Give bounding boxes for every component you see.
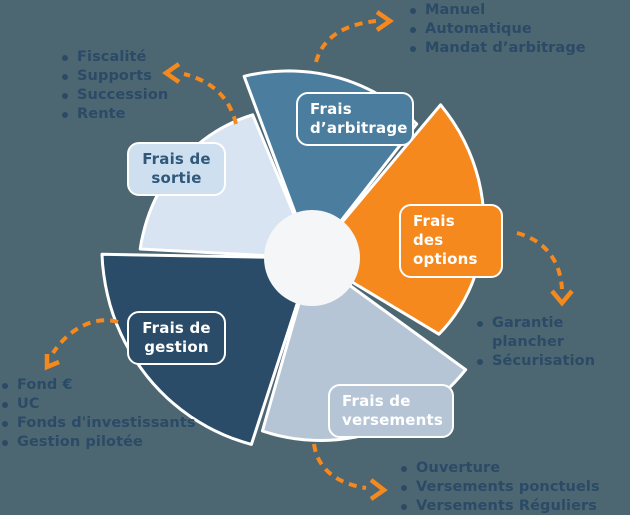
list-item-label: Mandat d’arbitrage [425,40,586,56]
label-box-versements: Frais de versements [328,384,454,439]
bullet-dot [2,439,8,446]
list-item: Automatique [410,20,586,39]
list-item: Versements Réguliers [401,497,600,515]
list-item-label: Fond € [17,377,73,393]
label-box-gestion: Frais de gestion [127,311,226,366]
bullet-dot [2,382,8,389]
list-arbitrage: Manuel Automatique Mandat d’arbitrage [410,1,586,58]
label-line: d’arbitrage [310,119,408,138]
list-item-label: Versements Réguliers [416,498,598,514]
label-line: Frais de [342,392,411,410]
list-item-label: Gestion pilotée [17,434,143,450]
list-item: Manuel [410,1,586,20]
list-item: Sécurisation [477,352,630,371]
label-box-options: Frais des options [399,204,503,278]
bullet-dot [410,26,416,33]
bullet-dot [401,484,407,491]
bullet-dot [62,54,68,61]
list-item: Succession [62,86,168,105]
list-item: Fiscalité [62,48,168,67]
curved-arrow-gestion [51,318,119,355]
label-line: Frais de [142,150,211,168]
bullet-dot [2,420,8,427]
list-item-label: Versements ponctuels [416,479,600,495]
list-item-label: Fiscalité [77,49,147,65]
curved-arrow-options [516,231,564,290]
label-line: sortie [151,169,202,188]
list-item-label: Fonds d'investissants [17,415,196,431]
label-line: Frais de [142,319,211,337]
list-item-label: Rente [77,106,126,122]
arrowhead-arbitrage-icon [375,10,394,32]
bullet-dot [401,465,407,472]
arrowhead-versements-icon [369,478,388,501]
arrowhead-sortie-icon [162,62,181,84]
list-item-label: UC [17,396,40,412]
bullet-dot [2,401,8,408]
list-options: Garantie plancher Sécurisation [477,314,630,371]
label-line: options [413,250,478,269]
label-box-arbitrage: Frais d’arbitrage [296,92,414,147]
list-item: Supports [62,67,168,86]
center-circle [264,210,360,306]
bullet-dot [410,7,416,14]
arrowhead-gestion-icon [44,354,60,371]
list-item-label: Ouverture [416,460,501,476]
list-item-label: Automatique [425,21,532,37]
bullet-dot [410,45,416,52]
list-item: Fond € [2,376,196,395]
list-item-label: Succession [77,87,169,103]
list-item-label: Sécurisation [492,353,596,369]
label-box-sortie: Frais de sortie [127,142,226,197]
bullet-dot [477,320,483,327]
list-item: Garantie plancher [477,314,630,352]
label-line: gestion [144,338,209,357]
label-line: versements [342,411,444,430]
curved-arrow-arbitrage [314,19,377,63]
bullet-dot [401,503,407,510]
list-item-label: Supports [77,68,152,84]
curved-arrow-versements [312,443,367,490]
curved-arrow-sortie [183,72,238,125]
label-line: Frais [310,100,352,118]
list-versements: Ouverture Versements ponctuels Versement… [401,459,600,515]
list-item: Rente [62,105,168,124]
list-item: Versements ponctuels [401,478,600,497]
list-item: Fonds d'investissants [2,414,196,433]
list-gestion: Fond € UC Fonds d'investissants Gestion … [2,376,196,452]
bullet-dot [62,73,68,80]
bullet-dot [62,92,68,99]
list-item: Ouverture [401,459,600,478]
list-item-label: Garantie plancher [492,315,565,350]
bullet-dot [62,111,68,118]
list-item: Gestion pilotée [2,433,196,452]
list-item-label: Manuel [425,2,486,18]
list-item: Mandat d’arbitrage [410,39,586,58]
arrows [44,10,574,501]
label-line: Frais des [413,212,455,250]
list-sortie: Fiscalité Supports Succession Rente [62,48,168,124]
arrowhead-options-icon [550,289,574,307]
list-item: UC [2,395,196,414]
bullet-dot [477,358,483,365]
